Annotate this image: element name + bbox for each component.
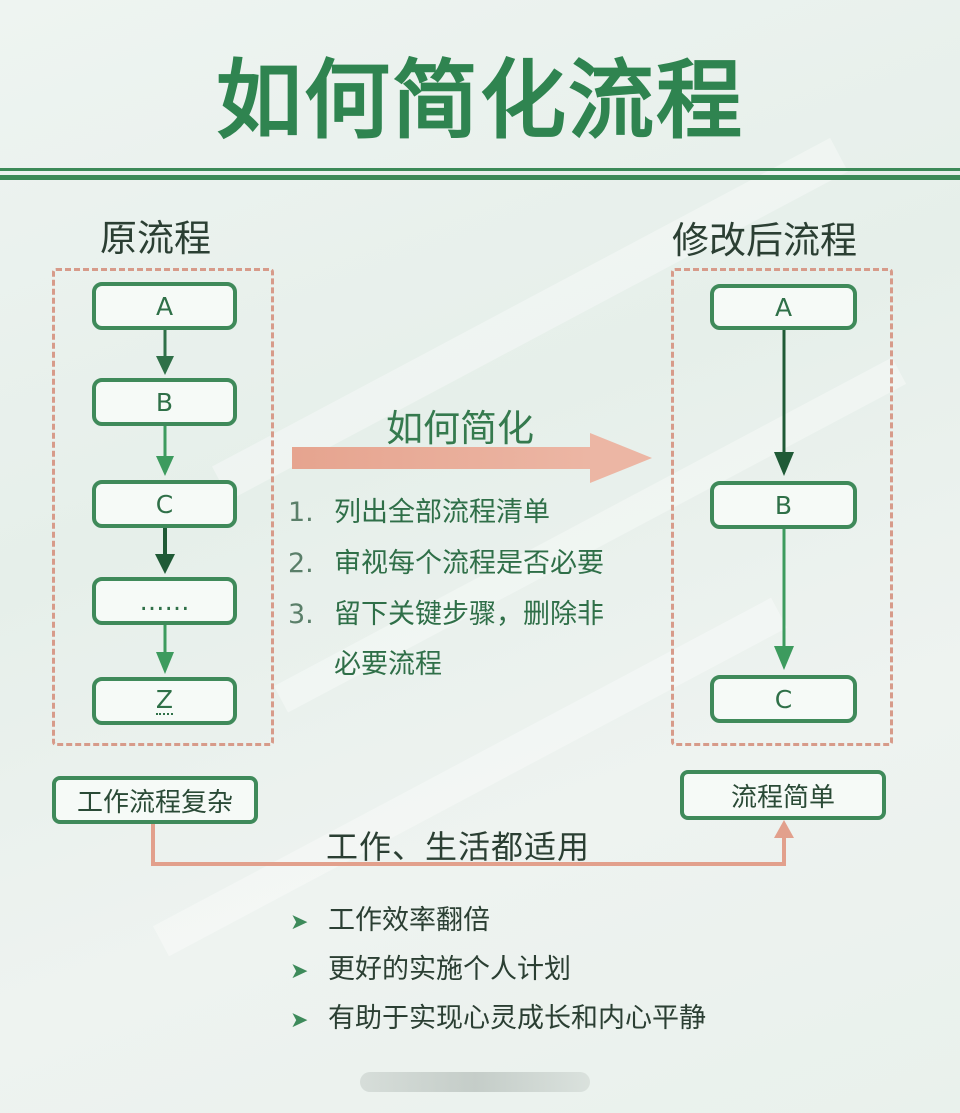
step-2: 2. 审视每个流程是否必要 (288, 541, 604, 580)
step-text: 列出全部流程清单 (334, 497, 550, 528)
simplify-heading: 如何简化 (386, 407, 534, 450)
flow-arrow-head (156, 456, 174, 476)
flow-arrow-head (774, 646, 794, 670)
bottom-connector-arrow (151, 820, 794, 866)
step-number: 3. (288, 599, 314, 630)
applies-to-text: 工作、生活都适用 (326, 828, 591, 866)
benefit-item: ➤有助于实现心灵成长和内心平静 (290, 1003, 706, 1034)
original-node-ellipsis: …… (92, 577, 237, 625)
left-flow-arrows (155, 330, 175, 674)
original-node-c: C (92, 480, 237, 528)
title-divider (0, 168, 960, 171)
step-text: 留下关键步骤，删除非 (334, 599, 604, 630)
revised-flow-label: 修改后流程 (672, 219, 857, 262)
benefit-item: ➤更好的实施个人计划 (290, 954, 571, 985)
revised-flow-frame (671, 268, 893, 746)
arrow-bullet-icon: ➤ (290, 910, 309, 935)
revised-node-a: A (710, 284, 857, 330)
benefit-item: ➤工作效率翻倍 (290, 905, 490, 936)
flow-arrow-head (156, 652, 174, 674)
arrow-bullet-icon: ➤ (290, 959, 309, 984)
simple-caption: 流程简单 (680, 770, 886, 820)
flow-arrow-head (155, 554, 175, 574)
step-3-continued: 必要流程 (334, 649, 442, 680)
step-1: 1. 列出全部流程清单 (288, 490, 550, 529)
step-number: 2. (288, 548, 314, 579)
original-node-b: B (92, 378, 237, 426)
watermark (360, 1072, 590, 1092)
original-flow-label: 原流程 (100, 217, 211, 260)
title-divider (0, 175, 960, 180)
original-node-a: A (92, 282, 237, 330)
original-node-z: Z (92, 677, 237, 725)
right-flow-arrows (774, 330, 794, 670)
page-title: 如何简化流程 (216, 51, 744, 151)
revised-node-b: B (710, 481, 857, 529)
original-flow-frame (52, 268, 274, 746)
simplify-arrow (292, 433, 652, 483)
step-3: 3. 留下关键步骤，删除非 (288, 592, 604, 631)
flow-arrow-head (156, 356, 174, 375)
revised-node-c: C (710, 675, 857, 723)
flow-arrow-head (774, 452, 794, 476)
complex-caption: 工作流程复杂 (52, 776, 258, 824)
step-number: 1. (288, 497, 314, 528)
step-text: 审视每个流程是否必要 (334, 548, 604, 579)
arrow-bullet-icon: ➤ (290, 1008, 309, 1033)
